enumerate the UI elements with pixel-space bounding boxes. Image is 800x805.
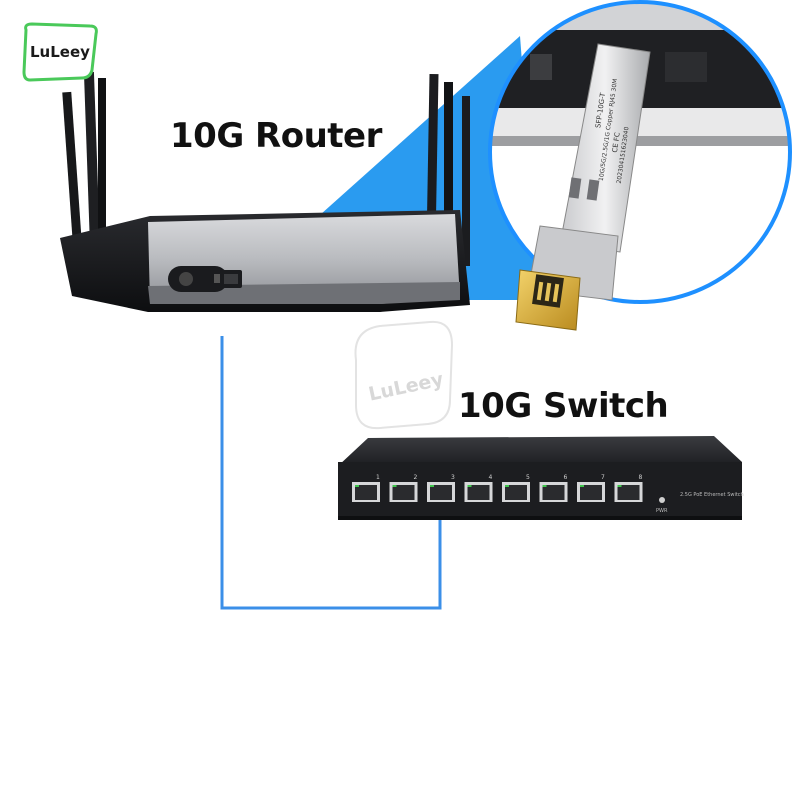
port-number: 7 bbox=[601, 474, 605, 481]
switch: 1 2 3 4 5 6 7 8 PWR 2.5G PoE Ethernet Switch bbox=[338, 436, 744, 520]
port-number: 1 bbox=[376, 474, 380, 481]
router-power-button bbox=[179, 272, 193, 286]
switch-title: 2.5G PoE Ethernet Switch bbox=[680, 492, 744, 498]
router-label: 10G Router bbox=[170, 116, 382, 156]
rj45-port bbox=[389, 482, 418, 502]
power-label: PWR bbox=[656, 508, 668, 514]
rj45-port bbox=[539, 482, 568, 502]
sfp-module: SFP-10G-T 10G/5G/2.5G/1G Copper RJ45 30M… bbox=[515, 43, 651, 331]
rj45-port bbox=[352, 482, 380, 502]
router bbox=[60, 210, 470, 312]
watermark-badge bbox=[354, 320, 454, 430]
rj45-port bbox=[577, 482, 605, 502]
port-number: 3 bbox=[451, 474, 455, 481]
port-number: 5 bbox=[526, 474, 530, 481]
logo-text: LuLeey bbox=[30, 43, 90, 61]
rj45-port bbox=[502, 482, 530, 502]
rj45-port bbox=[464, 482, 493, 502]
sfp-marks-text: CE FC bbox=[611, 132, 622, 153]
power-led bbox=[659, 497, 665, 503]
rj45-port bbox=[427, 482, 455, 502]
port-number: 8 bbox=[639, 474, 643, 481]
rj45-port bbox=[614, 482, 643, 502]
sfp-zoom-circle: SFP-10G-T 10G/5G/2.5G/1G Copper RJ45 30M… bbox=[488, 0, 792, 331]
switch-label: 10G Switch bbox=[458, 386, 669, 426]
logo-badge bbox=[22, 22, 98, 82]
switch-ports: 1 2 3 4 5 6 7 8 bbox=[352, 474, 643, 502]
router-power-jack bbox=[168, 266, 228, 292]
port-number: 6 bbox=[564, 474, 568, 481]
port-number: 2 bbox=[414, 474, 418, 481]
port-number: 4 bbox=[489, 474, 493, 481]
ethernet-cable bbox=[220, 336, 442, 610]
